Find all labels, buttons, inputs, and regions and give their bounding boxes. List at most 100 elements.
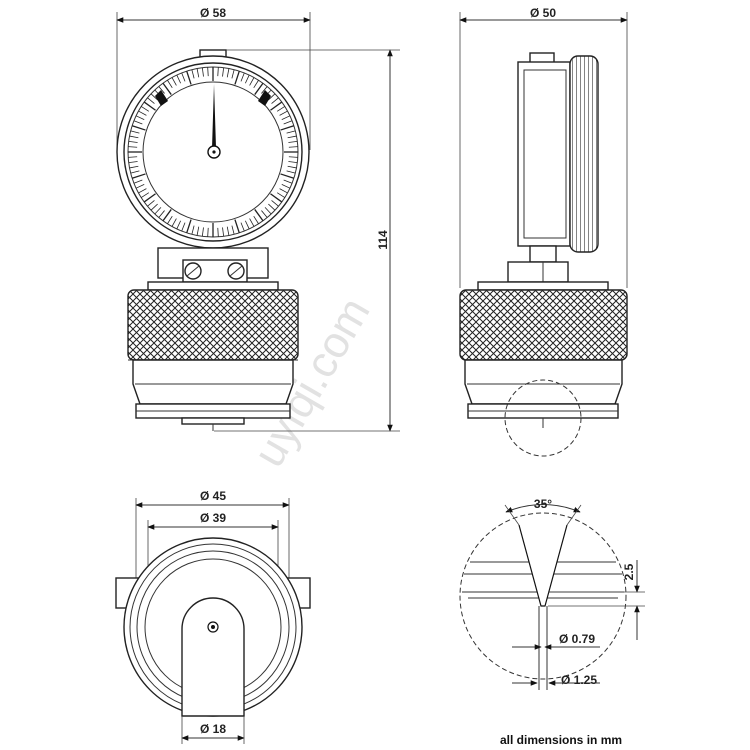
dial-tick (181, 222, 186, 232)
dial-tick (276, 192, 285, 198)
front-diameter-label: Ø 58 (200, 6, 226, 20)
dial-tick (286, 170, 296, 174)
dial-tick (133, 120, 143, 125)
dial-tick (253, 215, 259, 224)
knurled-ring (127, 289, 299, 361)
side-view: Ø 50 (459, 6, 628, 457)
dial-tick (280, 173, 295, 179)
total-height-label: 114 (376, 230, 390, 250)
dial-tick (268, 203, 276, 211)
dial-limit-mark-right (258, 90, 271, 106)
dial-tick (191, 225, 195, 235)
dial-tick (249, 218, 255, 227)
dial-tick (150, 203, 158, 211)
dial-tick (254, 82, 264, 95)
dial-tick (287, 135, 297, 139)
dial-tick (231, 225, 235, 235)
dial-tick (138, 188, 147, 194)
dial-tick (129, 135, 139, 139)
dial-tick (270, 193, 283, 203)
dial-tick (253, 80, 259, 89)
dial-tick (240, 72, 245, 82)
dial-tick (135, 115, 145, 121)
dial-tick (201, 67, 204, 77)
dial-tick (167, 80, 173, 89)
dial-tick (222, 227, 225, 237)
dial-tick (217, 67, 219, 77)
dial-tick (128, 146, 138, 148)
dial-tick (196, 68, 200, 78)
dial-tick (147, 97, 155, 104)
tip-height-label: 2.5 (622, 563, 636, 580)
dial-tick (281, 115, 291, 121)
dial-tick (128, 140, 138, 143)
dial-tick (186, 70, 192, 85)
dial-tick (283, 120, 293, 125)
dial-tick (186, 219, 192, 234)
dial-tick (271, 97, 279, 104)
dial-tick (271, 200, 279, 207)
indenter-holder (181, 597, 245, 717)
dial-tick (288, 146, 298, 148)
dial-tick (130, 170, 140, 174)
dial-tick (201, 227, 204, 237)
dial-tick (276, 106, 285, 112)
dial-tick (288, 161, 298, 164)
dial-tick (138, 110, 147, 116)
dial-tick (270, 101, 283, 111)
dial-tick (131, 173, 146, 179)
dial-tick (141, 192, 150, 198)
dial-tick (264, 207, 272, 215)
dial-tick (222, 67, 225, 77)
dial-tick (196, 226, 200, 236)
units-note: all dimensions in mm (500, 733, 622, 747)
dial-tick (261, 86, 268, 94)
dial-tick (287, 165, 297, 169)
indenter-cone (518, 524, 568, 607)
dial-tick (234, 70, 240, 85)
side-knurled-ring (459, 289, 628, 361)
lower-body (132, 359, 294, 405)
dial-tick (147, 200, 155, 207)
dial-tick (191, 69, 195, 79)
dial-tick (280, 125, 295, 131)
dial-tick (176, 74, 182, 84)
base-inner-diameter-label: Ø 39 (200, 511, 226, 525)
bezel-ridged (569, 55, 599, 253)
dial-tick (143, 193, 156, 203)
dial-tick (207, 67, 209, 77)
tip-small-diameter-label: Ø 0.79 (559, 632, 595, 646)
indenter-holder-diameter-label: Ø 18 (200, 722, 226, 736)
dial-tick (286, 130, 296, 134)
front-view: Ø 58 114 (116, 6, 400, 432)
base-outer-diameter-label: Ø 45 (200, 489, 226, 503)
dial-tick (128, 156, 138, 158)
dial-tick (254, 209, 264, 222)
dial-tick (171, 77, 177, 86)
dial-tick (268, 93, 276, 101)
dial-tick (131, 125, 146, 131)
dial-tick (162, 209, 172, 222)
dial-tick (176, 220, 182, 230)
dial-tick (226, 226, 230, 236)
detail-view: 35° 2.5 Ø 0.79 Ø 1.25 (459, 497, 645, 690)
dial-tick (288, 140, 298, 143)
dial-tick (288, 156, 298, 158)
dial-needle (212, 84, 216, 148)
dial-tick (207, 227, 209, 237)
dial-tick (279, 188, 288, 194)
dial-tick (281, 183, 291, 189)
dial-tick (244, 220, 250, 230)
dial-tick (171, 218, 177, 227)
dial-tick (261, 210, 268, 218)
dial-tick (181, 72, 186, 82)
dial-tick (249, 77, 255, 86)
detail-circle (459, 512, 627, 680)
side-diameter-label: Ø 50 (530, 6, 556, 20)
dial-tick (133, 179, 143, 184)
dial-tick (143, 101, 156, 111)
dial-tick (141, 106, 150, 112)
dial-tick (154, 207, 162, 215)
dial-tick (128, 161, 138, 164)
